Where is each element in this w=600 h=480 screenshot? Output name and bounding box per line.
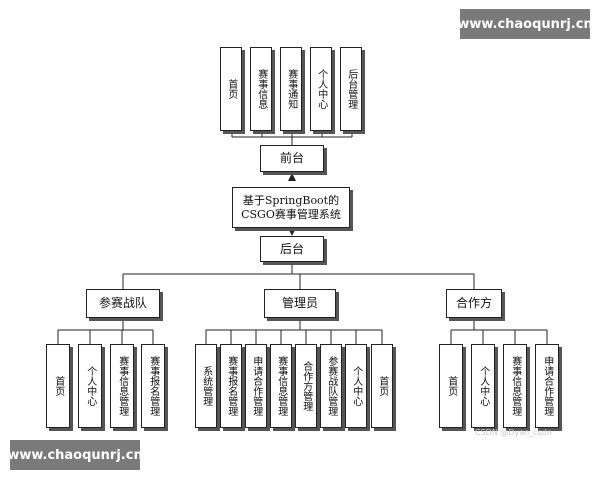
partner-item-home: 首页: [439, 344, 463, 428]
role-team: 参赛战队: [86, 289, 160, 318]
watermark-bottom-left: www.chaoqunrj.cn: [7, 440, 143, 470]
partner-item-personal-center: 个人中心: [471, 344, 495, 428]
admin-item-system-mgmt: 系统管理: [195, 344, 217, 428]
admin-item-event-info-mgmt: 赛事信息管理: [270, 344, 292, 428]
frontend-item-home: 首页: [220, 47, 242, 131]
frontend-node: 前台: [260, 145, 324, 172]
partner-item-event-info-mgmt: 赛事信息管理: [503, 344, 527, 428]
admin-item-partner-mgmt: 合作方管理: [295, 344, 317, 428]
frontend-item-event-info: 赛事信息: [250, 47, 272, 131]
admin-item-registration-mgmt: 赛事报名管理: [220, 344, 242, 428]
watermark-top-right: www.chaoqunrj.cn: [457, 9, 593, 39]
csdn-watermark: CSDN @Dyan_csdn: [475, 428, 552, 437]
root-node: 基于SpringBoot的 CSGO赛事管理系统: [232, 187, 350, 228]
admin-item-team-mgmt: 参赛战队管理: [320, 344, 342, 428]
team-item-registration-mgmt: 赛事报名管理: [141, 344, 165, 428]
team-item-home: 首页: [46, 344, 70, 428]
root-title-line2: CSGO赛事管理系统: [241, 207, 341, 221]
backend-node: 后台: [260, 236, 324, 262]
role-admin: 管理员: [264, 289, 336, 318]
team-item-personal-center: 个人中心: [78, 344, 102, 428]
frontend-item-personal-center: 个人中心: [310, 47, 332, 131]
admin-item-cooperation-request-mgmt: 申请合作管理: [245, 344, 267, 428]
team-item-event-info-mgmt: 赛事信息管理: [110, 344, 134, 428]
frontend-item-backend-admin: 后台管理: [340, 47, 362, 131]
admin-item-personal-center: 个人中心: [345, 344, 367, 428]
admin-item-home: 首页: [371, 344, 393, 428]
frontend-item-event-notice: 赛事通知: [280, 47, 302, 131]
partner-item-cooperation-request-mgmt: 申请合作管理: [535, 344, 559, 428]
role-partner: 合作方: [446, 289, 502, 318]
root-title-line1: 基于SpringBoot的: [242, 193, 340, 207]
